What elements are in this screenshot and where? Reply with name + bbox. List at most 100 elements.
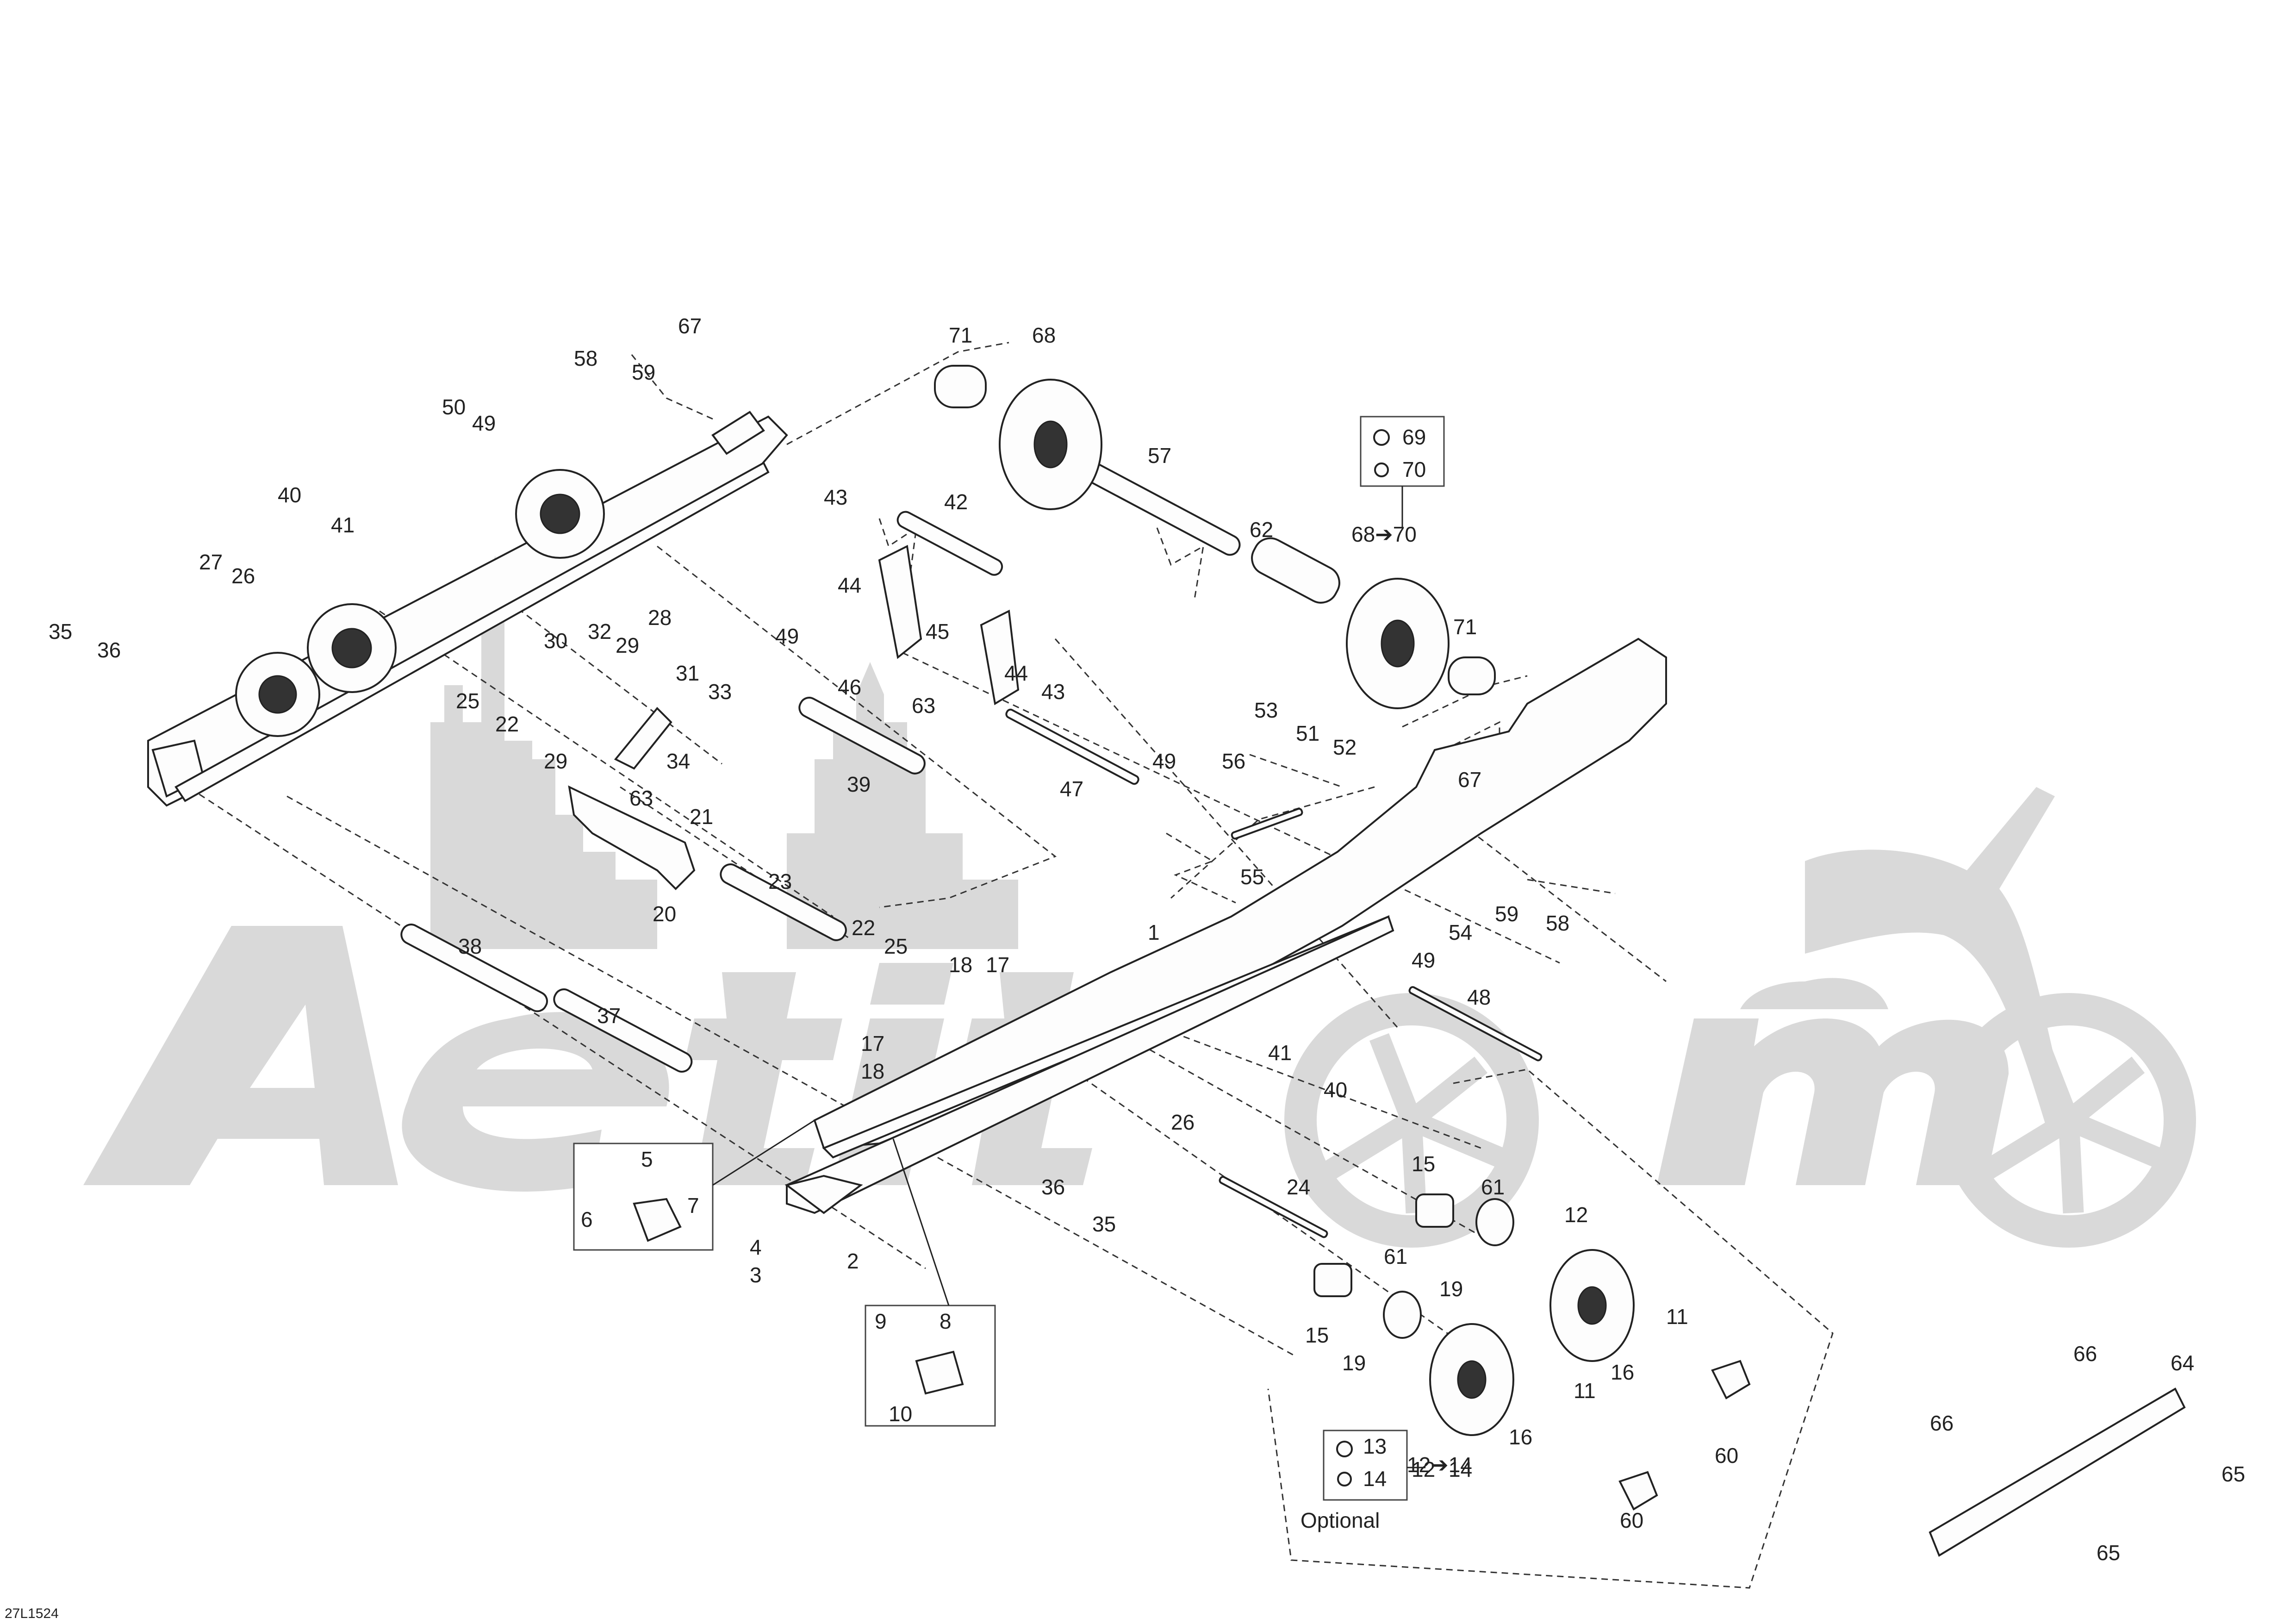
callout-35b: 35 (1092, 1212, 1116, 1236)
callout-4: 4 (750, 1235, 762, 1259)
callout-49b: 49 (775, 624, 799, 648)
callout-35: 35 (49, 619, 72, 643)
callout-67b: 67 (1458, 768, 1481, 792)
callout-64: 64 (2171, 1351, 2194, 1375)
callout-66b: 66 (1930, 1411, 1954, 1435)
callout-63b: 63 (629, 786, 653, 810)
callout-18b: 18 (861, 1059, 884, 1083)
callout-25b: 25 (884, 934, 908, 958)
callout-7: 7 (687, 1193, 699, 1218)
callout-26: 26 (231, 564, 255, 588)
callout-12: 12 (1564, 1203, 1588, 1227)
callout-65: 65 (2221, 1462, 2245, 1486)
callout-61: 61 (1481, 1175, 1505, 1199)
right-rail-assembly (784, 637, 1667, 1214)
callout-49d: 49 (1412, 948, 1435, 972)
callout-44b: 44 (1004, 661, 1028, 685)
callout-22b: 22 (852, 916, 875, 940)
callout-31: 31 (676, 661, 699, 685)
callout-labels: 1 2 3 4 5 6 7 8 9 10 11 11 12 12 13 14 1… (5, 314, 2245, 1621)
watermark-letter-m (1657, 1018, 2009, 1185)
callout-37: 37 (597, 1004, 621, 1028)
callout-61b: 61 (1384, 1244, 1407, 1268)
callout-10: 10 (889, 1402, 912, 1426)
callout-40: 40 (278, 483, 301, 507)
callout-44: 44 (838, 573, 861, 597)
callout-68: 68 (1032, 323, 1056, 347)
callout-27: 27 (199, 550, 223, 574)
callout-11b: 11 (1574, 1379, 1596, 1403)
callout-47: 47 (1060, 777, 1083, 801)
callout-5: 5 (641, 1147, 653, 1171)
callout-52: 52 (1333, 735, 1356, 759)
callout-15b: 15 (1305, 1323, 1329, 1347)
callout-50: 50 (442, 395, 466, 419)
callout-13: 13 (1363, 1434, 1387, 1458)
callout-36: 36 (97, 638, 121, 662)
callout-25: 25 (456, 689, 479, 713)
callout-51: 51 (1296, 721, 1319, 745)
callout-42: 42 (944, 490, 968, 514)
callout-19: 19 (1439, 1277, 1463, 1301)
front-idler-wheels (934, 365, 1496, 709)
callout-65b: 65 (2097, 1541, 2120, 1565)
callout-14: 14 (1363, 1467, 1387, 1491)
callout-1: 1 (1148, 920, 1160, 944)
callout-14b: 14 (1449, 1457, 1472, 1481)
callout-53: 53 (1254, 698, 1278, 722)
callout-16b: 16 (1509, 1425, 1532, 1449)
callout-39: 39 (847, 772, 871, 796)
callout-54: 54 (1449, 920, 1472, 944)
kit-label-rear: 12➔14 (1407, 1453, 1472, 1477)
callout-9: 9 (875, 1309, 887, 1333)
callout-6: 6 (581, 1207, 593, 1231)
callout-17: 17 (986, 953, 1009, 977)
callout-17b: 17 (861, 1031, 884, 1056)
callout-21: 21 (690, 805, 713, 829)
callout-36b: 36 (1041, 1175, 1065, 1199)
callout-58: 58 (574, 346, 597, 370)
callout-22: 22 (495, 712, 519, 736)
watermark-text: AeTiTamo (74, 1339, 95, 1344)
drawing-code: 27L1524 (5, 1606, 59, 1621)
callout-40b: 40 (1324, 1078, 1347, 1102)
suspension-arm (568, 544, 1020, 890)
callout-55: 55 (1240, 865, 1264, 889)
callout-2: 2 (847, 1249, 859, 1273)
callout-56: 56 (1222, 749, 1245, 773)
slider-strip (1929, 1387, 2186, 1557)
callout-70: 70 (1402, 457, 1426, 481)
callout-43b: 43 (1041, 680, 1065, 704)
callout-57: 57 (1148, 443, 1171, 468)
callout-58b: 58 (1546, 911, 1569, 935)
rear-optional-wheels (1313, 1193, 1751, 1511)
callout-67: 67 (678, 314, 702, 338)
kit-label-front: 68➔70 (1351, 522, 1417, 546)
callout-38: 38 (458, 934, 482, 958)
watermark-letter-a (83, 926, 398, 1185)
callout-15: 15 (1412, 1152, 1435, 1176)
watermark-letter-t (685, 972, 842, 1185)
callout-66: 66 (2073, 1342, 2097, 1366)
callout-43: 43 (824, 485, 847, 509)
callout-63: 63 (912, 693, 935, 718)
callout-69: 69 (1402, 425, 1426, 449)
callout-59: 59 (632, 360, 655, 384)
callout-59b: 59 (1495, 902, 1518, 926)
callout-46: 46 (838, 675, 861, 699)
callout-29b: 29 (544, 749, 567, 773)
callout-29: 29 (616, 633, 639, 657)
callout-19b: 19 (1342, 1351, 1366, 1375)
callout-12b: 12 (1412, 1457, 1435, 1481)
callout-28: 28 (648, 606, 672, 630)
callout-23: 23 (768, 869, 792, 893)
optional-label: Optional (1300, 1508, 1380, 1532)
callout-26b: 26 (1171, 1110, 1195, 1134)
callout-32: 32 (588, 619, 611, 643)
callout-41: 41 (331, 513, 355, 537)
callout-16: 16 (1611, 1360, 1634, 1384)
callout-41b: 41 (1268, 1041, 1292, 1065)
inset-boxes (573, 416, 1445, 1501)
callout-20: 20 (653, 902, 676, 926)
